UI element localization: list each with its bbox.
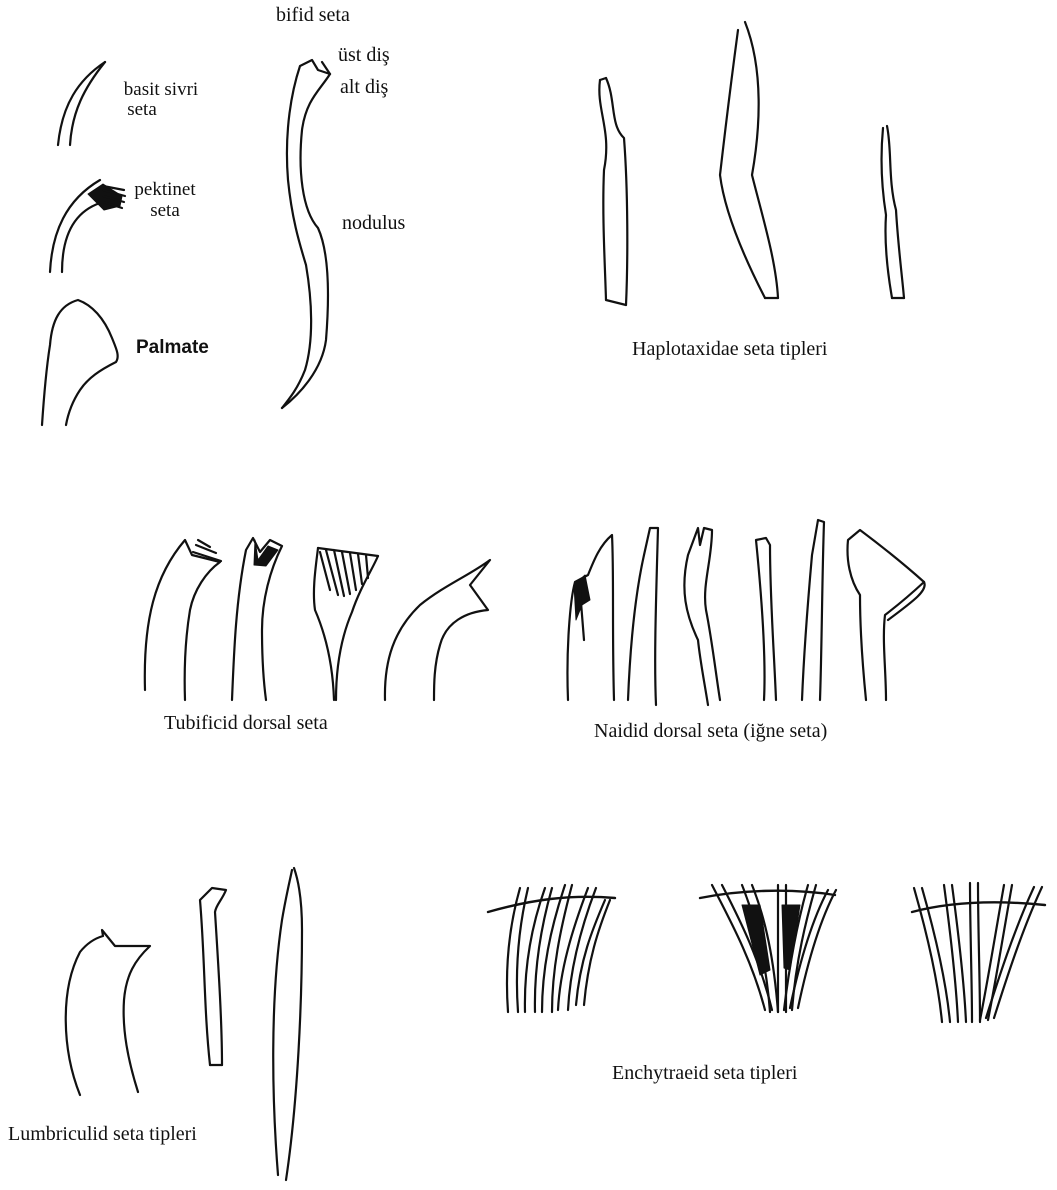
label-nodulus: nodulus	[342, 212, 405, 235]
caption-tubificid: Tubificid dorsal seta	[164, 712, 328, 735]
enchytraeid-setae	[488, 883, 1045, 1022]
bifid-seta-drawing	[282, 60, 330, 408]
naidid-setae	[567, 520, 924, 705]
tubificid-setae	[145, 538, 490, 700]
palmate-seta-drawing	[42, 300, 118, 425]
label-palmate: Palmate	[136, 337, 209, 359]
label-upper-tooth: üst diş	[338, 44, 390, 67]
pectinate-seta-drawing	[50, 180, 125, 272]
label-pectinate-seta-2: seta	[125, 201, 205, 221]
label-simple-pointed-seta-1: basit sivri	[103, 80, 219, 100]
simple-pointed-seta-drawing	[58, 62, 105, 145]
caption-enchytraeid: Enchytraeid seta tipleri	[612, 1062, 797, 1085]
caption-haplotaxidae: Haplotaxidae seta tipleri	[632, 338, 827, 361]
label-bifid-seta: bifid seta	[276, 4, 350, 27]
label-pectinate-seta-1: pektinet	[125, 180, 205, 200]
caption-naidid: Naidid dorsal seta (iğne seta)	[594, 720, 827, 743]
label-lower-tooth: alt diş	[340, 76, 388, 99]
caption-lumbriculid: Lumbriculid seta tipleri	[8, 1123, 197, 1146]
haplotaxidae-setae	[599, 22, 904, 305]
label-simple-pointed-seta-2: seta	[103, 100, 181, 120]
